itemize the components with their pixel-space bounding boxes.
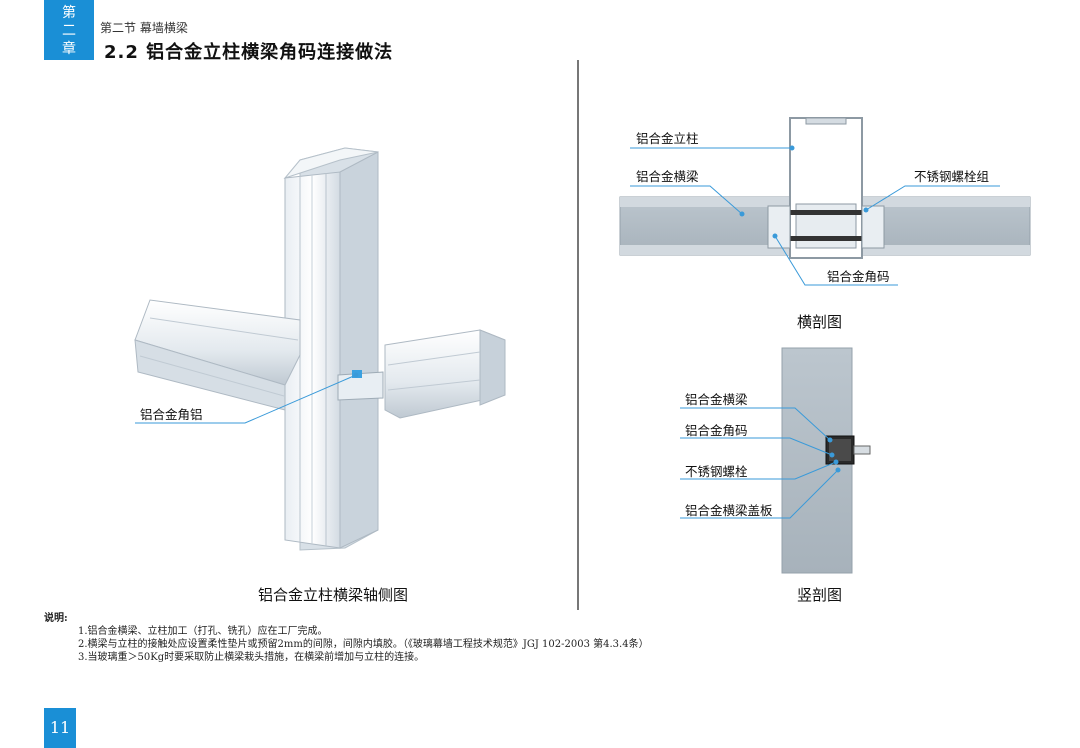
callout-vs-beam-cover: 铝合金横梁盖板 [685, 503, 773, 518]
callout-stainless-bolt-set: 不锈钢螺栓组 [914, 169, 990, 184]
axonometric-drawing [134, 147, 506, 551]
axonometric-callout-leader [135, 372, 359, 424]
chapter-tab-char: 章 [62, 41, 76, 57]
section-label: 第二节 幕墙横梁 [100, 21, 188, 35]
callout-vs-aluminum-beam: 铝合金横梁 [685, 392, 748, 407]
caption-horizontal-section: 横剖图 [797, 313, 843, 331]
note-item: 2.横梁与立柱的接触处应设置柔性垫片或预留2mm的间隙，间隙内填胶。（《玻璃幕墙… [78, 639, 649, 650]
horizontal-section-drawing [619, 117, 1031, 259]
chapter-tab-char: 第 [62, 5, 76, 21]
notes: 说明: 1.铝合金横梁、立柱加工（打孔、铣孔）应在工厂完成。 2.横梁与立柱的接… [44, 612, 649, 664]
page-title: 2.2 铝合金立柱横梁角码连接做法 [104, 42, 394, 63]
callout-aluminum-angle: 铝合金角铝 [140, 407, 203, 422]
page-number: 11 [44, 708, 76, 748]
note-item: 1.铝合金横梁、立柱加工（打孔、铣孔）应在工厂完成。 [78, 626, 328, 637]
vertical-divider [577, 60, 579, 610]
caption-axonometric: 铝合金立柱横梁轴侧图 [258, 586, 409, 604]
note-item: 3.当玻璃重＞50Kg时要采取防止横梁栽头措施，在横梁前增加与立柱的连接。 [78, 652, 425, 663]
caption-vertical-section: 竖剖图 [797, 586, 843, 604]
callout-aluminum-angle-clip: 铝合金角码 [827, 269, 890, 284]
callout-aluminum-beam: 铝合金横梁 [636, 169, 699, 184]
vertical-section-leaders [680, 407, 841, 519]
chapter-tab: 第 二 章 [44, 0, 94, 60]
callout-vs-stainless-bolt: 不锈钢螺栓 [685, 464, 748, 479]
notes-title: 说明: [44, 613, 68, 624]
chapter-tab-char: 二 [62, 23, 76, 39]
callout-vs-angle-clip: 铝合金角码 [685, 423, 748, 438]
callout-aluminum-post: 铝合金立柱 [636, 131, 699, 146]
vertical-section-drawing [781, 347, 871, 574]
horizontal-section-leaders [630, 145, 1000, 286]
